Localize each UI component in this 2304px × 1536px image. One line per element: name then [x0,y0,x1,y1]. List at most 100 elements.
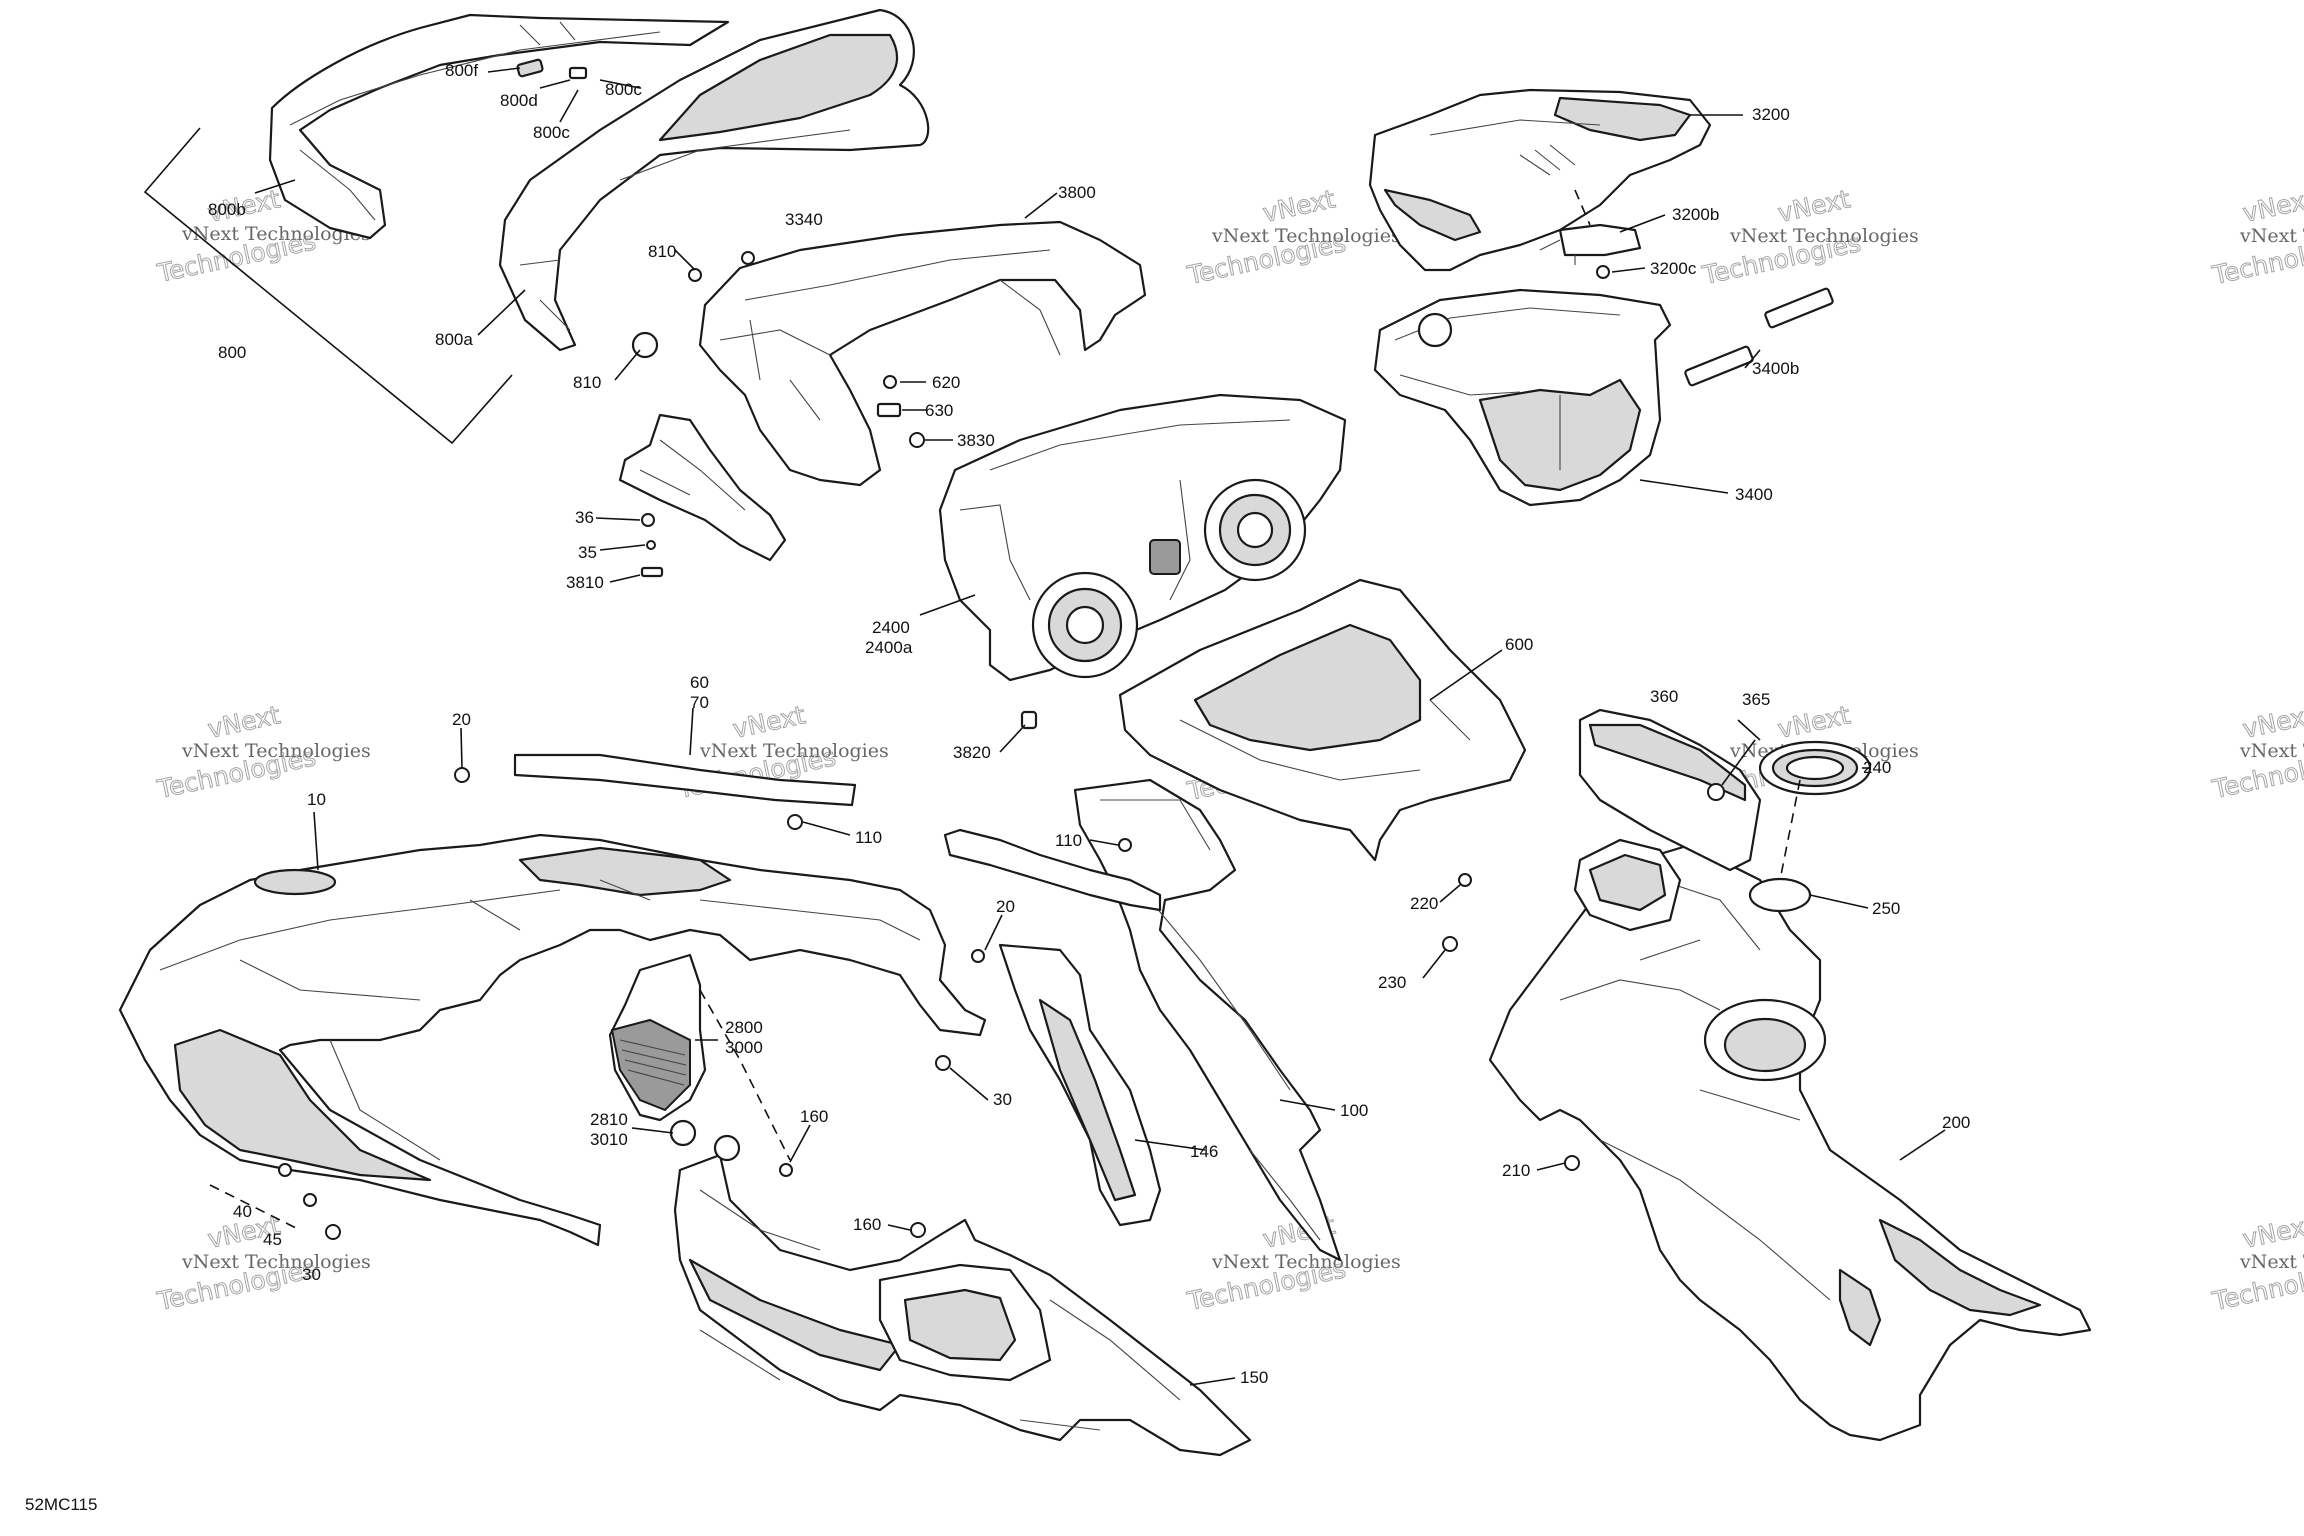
watermark-line2: vNext [205,700,283,744]
watermark: vNext vNext Technologies Technologies [154,700,371,805]
part-200-detail [1559,879,1831,1301]
drawing-id-label: 52MC115 [25,1495,97,1514]
part-10-group [118,833,987,1247]
part-360-shade [1588,723,1747,802]
fastener-620 [883,375,897,389]
leader-line [1611,267,1646,273]
leader-line [599,544,646,551]
part-600-inner [1193,623,1422,752]
part-2400-group [938,393,1347,682]
watermark-line2: vNext [1260,184,1338,228]
part-10-filler-opening [253,868,337,896]
fastener-40 [278,1163,292,1177]
fastener-3810 [640,566,664,578]
callout-150: 150 [1240,1368,1268,1387]
callout-3820: 3820 [953,743,991,762]
leader-line [1639,479,1729,494]
callout-10: 10 [307,790,326,809]
leader-line [689,707,694,756]
leader-line [949,1067,989,1101]
leader-line [313,811,319,871]
part-800d-clip [568,66,588,80]
part-3800-fairing [698,220,1147,487]
callout-60: 60 [690,673,709,692]
watermark: vNext vNext Technologies Technologies [2209,184,2304,291]
fastener-210 [1564,1155,1580,1171]
callout-35: 35 [578,543,597,562]
part-250-gasket [1748,877,1812,913]
leader-line [919,594,976,616]
callout-3200c: 3200c [1650,259,1697,278]
fastener-160-top [779,1163,793,1177]
callout-20-left: 20 [452,710,471,729]
part-800a-detail [519,129,851,331]
leader-line [599,79,641,89]
callout-220: 220 [1410,894,1438,913]
bracket-outline-800 [143,127,513,445]
part-2400-lamp-right-inner [1236,511,1274,549]
part-2400-connector [1149,539,1181,575]
part-10-shade-2 [518,846,732,897]
dashed-leader [699,989,791,1161]
fasteners-group [278,251,1580,1240]
callout-160-top: 160 [800,1107,828,1126]
watermark: vNext vNext Technologies Technologies [1184,184,1401,291]
callout-365: 365 [1742,690,1770,709]
fastener-36 [641,513,655,527]
part-800-group [143,8,930,445]
callout-2400: 2400 [872,618,910,637]
watermark: vNext vNext Technologies Technologies [1184,1210,1401,1317]
fastener-20-left [454,767,470,783]
fastener-110-mid [1118,838,1132,852]
watermark-line1: vNext Technologies [1729,225,1919,247]
leader-line [1721,739,1756,786]
watermark-line1: vNext Technologies [699,740,889,762]
callout-810-bottom: 810 [573,373,601,392]
callout-800f: 800f [445,61,478,80]
part-3800-left-detail [639,439,746,511]
callout-810-top: 810 [648,242,676,261]
leader-line [1899,1129,1946,1161]
fastener-3820 [1020,710,1038,730]
part-10-fairing [118,833,987,1247]
part-800b-deflector [268,13,730,240]
leader-line [674,249,696,271]
callout-100: 100 [1340,1101,1368,1120]
watermark-line2: vNext [1775,700,1853,744]
leader-line [477,289,526,336]
leader-line [460,727,463,769]
leader-line [614,349,641,381]
fastener-2810-grommet-b [713,1134,741,1162]
part-200-shade [1878,1218,2042,1317]
leader-line [1089,839,1119,846]
callout-2800: 2800 [725,1018,763,1037]
part-365-fastener [1707,783,1725,801]
fastener-30-right [935,1055,951,1071]
callout-210: 210 [1502,1161,1530,1180]
fastener-630-bracket [876,402,902,418]
callout-240: 240 [1863,758,1891,777]
callout-360: 360 [1650,687,1678,706]
watermark-line2: vNext [2240,700,2304,744]
watermark-line2: vNext [2240,1210,2304,1254]
fastener-3340 [741,251,755,265]
part-3200-shade-2 [1383,188,1482,242]
watermark: vNext vNext Technologies Technologies [2209,700,2304,805]
callout-600: 600 [1505,635,1533,654]
leader-line [595,517,641,521]
leader-line [984,914,1003,951]
part-150-group [673,1153,1252,1457]
watermark-line1: vNext Technologies [181,740,371,762]
part-110-bracket [943,828,1162,912]
callout-40: 40 [233,1202,252,1221]
part-60-group [513,753,857,807]
leader-line [999,724,1026,753]
part-200-shade-2 [1838,1268,1882,1347]
watermark-line1: vNext Technologies [1211,225,1401,247]
callout-36: 36 [575,508,594,527]
callout-800c-top: 800c [605,80,642,99]
part-200-seat-base [1488,843,2092,1442]
part-100-detail [1100,799,1321,1241]
callout-20-right: 20 [996,897,1015,916]
leader-line [802,821,851,836]
